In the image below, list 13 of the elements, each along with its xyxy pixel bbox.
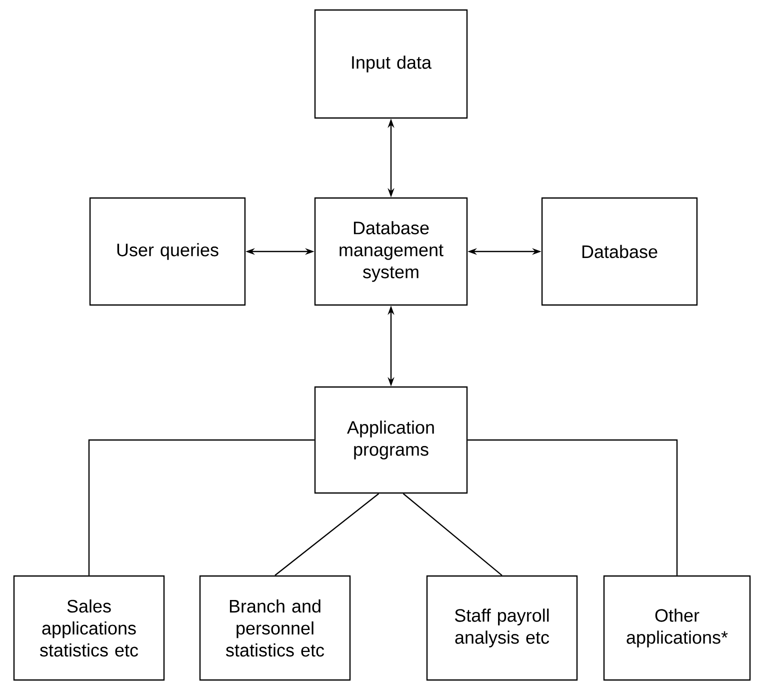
- process-box: User queries: [89, 197, 246, 306]
- process-box: Sales applications statistics etc: [13, 575, 165, 681]
- process-box: Database management system: [314, 197, 468, 306]
- process-box: Application programs: [314, 386, 468, 494]
- connector-line: [274, 493, 380, 576]
- process-box: Branch and personnel statistics etc: [199, 575, 351, 681]
- connector-line: [402, 493, 502, 576]
- process-box: Input data: [314, 9, 468, 119]
- process-box: Database: [541, 197, 698, 306]
- connector-line: [468, 439, 678, 576]
- process-box: Staff payroll analysis etc: [426, 575, 578, 681]
- process-box: Other applications*: [603, 575, 751, 681]
- connector-line: [88, 439, 314, 576]
